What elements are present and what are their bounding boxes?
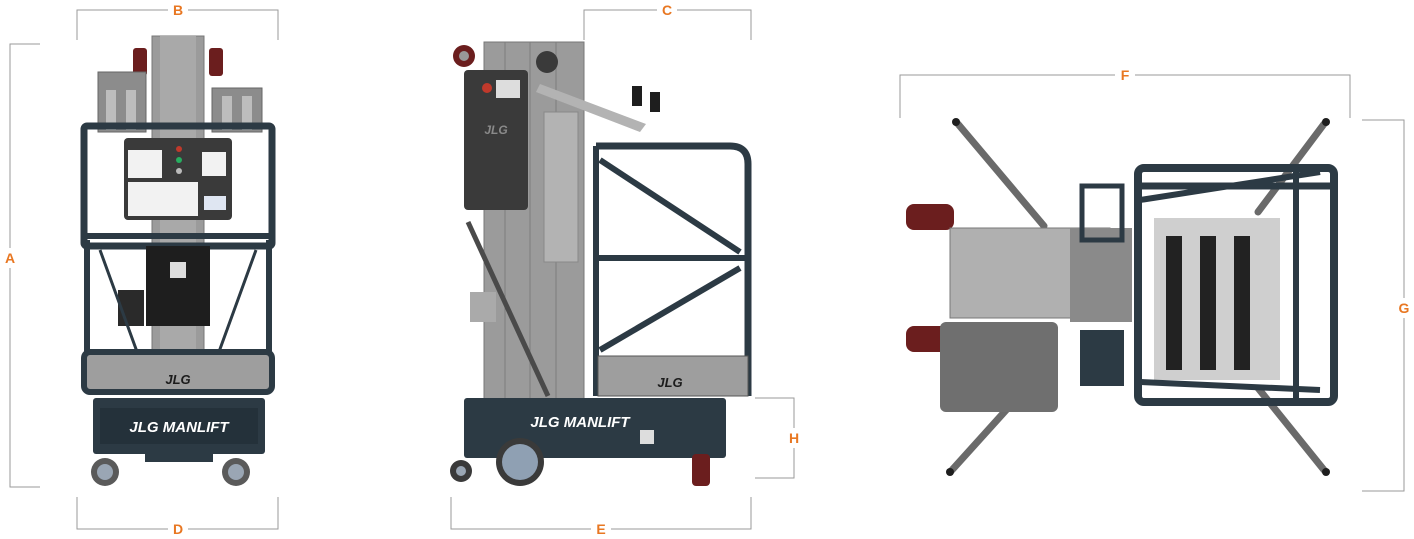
dimension-c-bracket <box>583 9 752 40</box>
side-base-logo: JLG MANLIFT <box>530 414 631 431</box>
front-base-logo: JLG MANLIFT <box>129 419 230 436</box>
dimension-a-bracket <box>9 43 40 488</box>
dimension-b-bracket <box>76 9 279 40</box>
dimension-g-bracket <box>1362 119 1405 492</box>
dimension-label-f: F <box>1121 67 1130 83</box>
side-view-lift: JLG JLG JLG MANLIFT <box>450 41 752 486</box>
dimension-e-bracket <box>450 497 752 530</box>
dimension-label-a: A <box>5 250 15 266</box>
dimension-label-c: C <box>662 2 672 18</box>
dimension-label-b: B <box>173 2 183 18</box>
dimension-lines <box>9 9 1405 530</box>
top-view-lift <box>906 118 1338 476</box>
dimension-label-d: D <box>173 521 183 537</box>
dimension-label-h: H <box>789 430 799 446</box>
dimension-label-g: G <box>1399 300 1410 316</box>
side-platform-logo: JLG <box>657 375 682 390</box>
dimension-f-bracket <box>899 74 1351 118</box>
dimension-d-bracket <box>76 497 279 530</box>
dimension-h-bracket <box>755 397 795 479</box>
front-view-lift: JLG JLG MANLIFT <box>80 35 276 486</box>
side-control-logo: JLG <box>484 123 507 137</box>
front-platform-logo: JLG <box>165 372 190 387</box>
dimension-label-e: E <box>596 521 605 537</box>
